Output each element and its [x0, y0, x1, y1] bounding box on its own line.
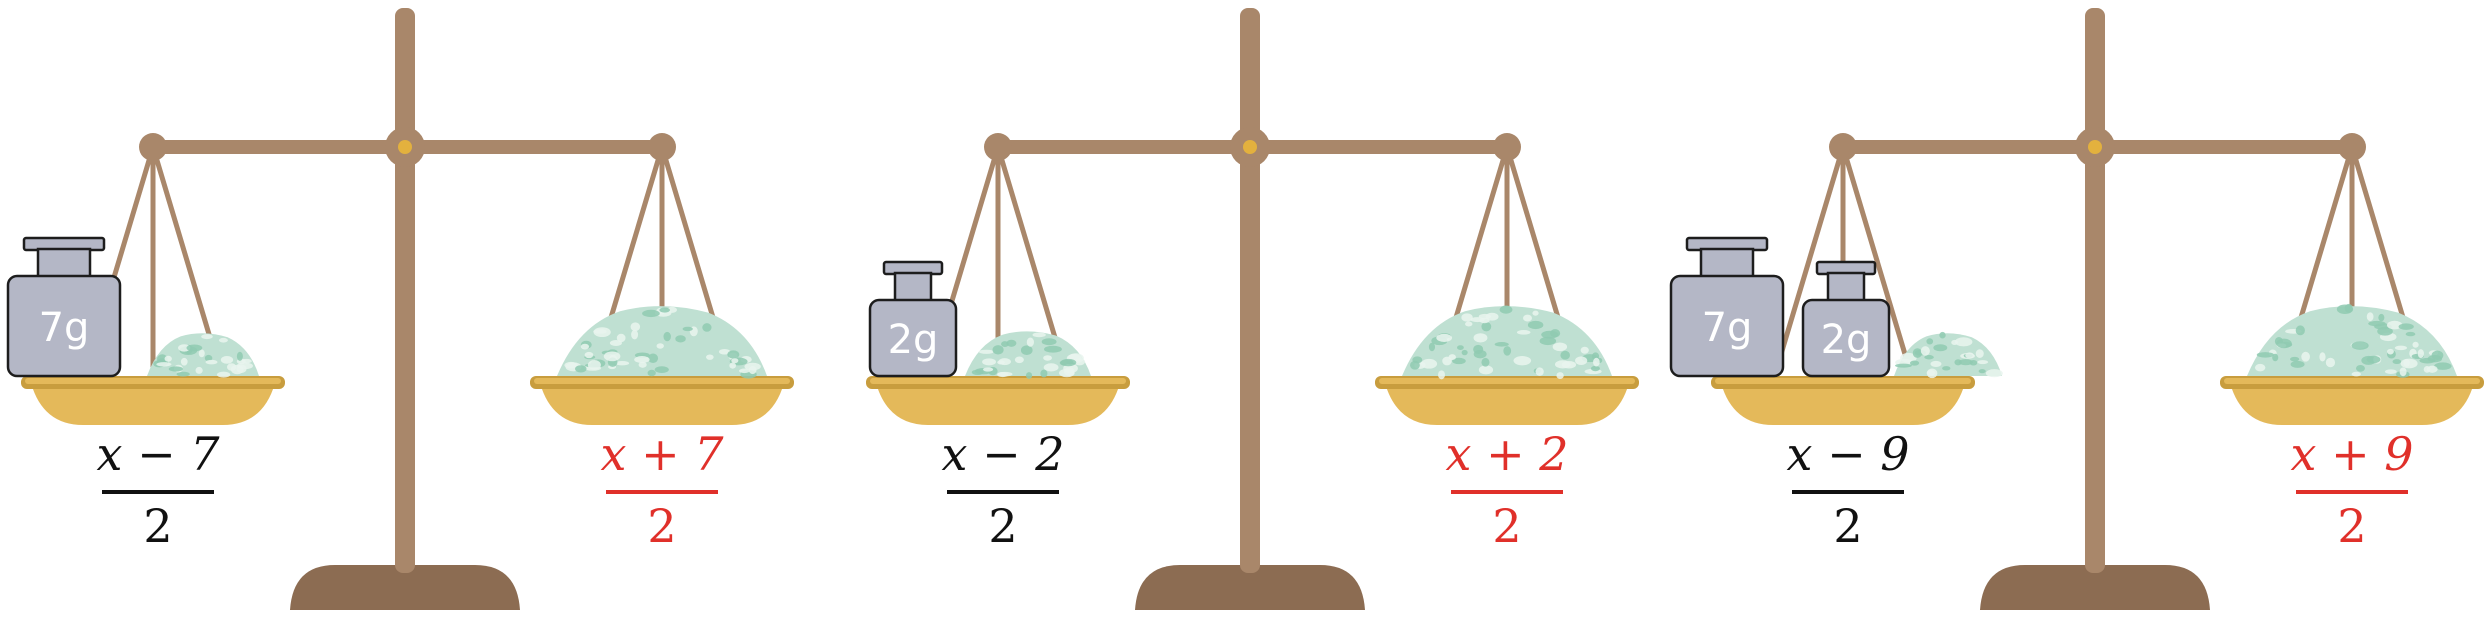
- weight-7g: 7g: [1669, 236, 1785, 378]
- scale-pan: [1721, 383, 1965, 425]
- weight-2g: 2g: [868, 260, 958, 378]
- balance-scale-3: 7g 2g x − 9 2 x + 9 2: [1669, 8, 2484, 610]
- fraction-expression: x − 2 2: [942, 427, 1065, 553]
- scale-pole: [2085, 8, 2105, 573]
- fraction-expression: x − 9 2: [1787, 427, 1910, 553]
- weight-label: 2g: [888, 317, 939, 363]
- salt-crystals: [147, 333, 259, 378]
- fraction-expression: x + 7 2: [601, 427, 725, 553]
- fraction-numerator: x + 7: [601, 427, 725, 481]
- weight-label: 2g: [1821, 317, 1872, 363]
- salt-crystals: [557, 306, 767, 379]
- pan-hook: [1493, 133, 1521, 161]
- fraction-numerator: x − 2: [942, 427, 1065, 481]
- scale-base: [1135, 565, 1365, 610]
- salt-crystals: [1894, 331, 2003, 379]
- fraction-denominator: 2: [647, 499, 676, 553]
- scale-pan: [876, 383, 1120, 425]
- scale-pan: [1385, 383, 1629, 425]
- weight-body: [868, 298, 958, 378]
- balance-scale-1: 7g x − 7 2 x + 7 2: [6, 8, 794, 610]
- weight-7g: 7g: [6, 236, 122, 378]
- salt-crystals: [965, 331, 1091, 379]
- scale-pan: [31, 383, 275, 425]
- weight-label: 7g: [1702, 305, 1753, 351]
- pivot-dot: [1243, 140, 1257, 154]
- fraction-numerator: x − 7: [97, 427, 221, 481]
- salt-crystals: [1402, 305, 1612, 380]
- pan-hook: [2338, 133, 2366, 161]
- weight-body: [6, 274, 122, 378]
- scale-pole: [1240, 8, 1260, 573]
- pivot-dot: [398, 140, 412, 154]
- fraction-numerator: x + 2: [1446, 427, 1569, 481]
- fraction-denominator: 2: [143, 499, 172, 553]
- fraction-denominator: 2: [988, 499, 1017, 553]
- pan-hook: [984, 133, 1012, 161]
- fraction-denominator: 2: [2337, 499, 2366, 553]
- fraction-expression: x + 9 2: [2291, 427, 2414, 553]
- scale-pan: [540, 383, 784, 425]
- pivot-dot: [2088, 140, 2102, 154]
- pan-hook: [1829, 133, 1857, 161]
- fraction-denominator: 2: [1833, 499, 1862, 553]
- fraction-expression: x + 2 2: [1446, 427, 1569, 553]
- fraction-denominator: 2: [1492, 499, 1521, 553]
- salt-crystals: [2247, 303, 2457, 378]
- scale-pole: [395, 8, 415, 573]
- weight-body: [1801, 298, 1891, 378]
- fraction-numerator: x − 9: [1787, 427, 1910, 481]
- pan-hook: [648, 133, 676, 161]
- fraction-numerator: x + 9: [2291, 427, 2414, 481]
- weight-body: [1669, 274, 1785, 378]
- balance-scale-2: 2g x − 2 2 x + 2 2: [866, 8, 1639, 610]
- weight-label: 7g: [39, 305, 90, 351]
- pan-hook: [139, 133, 167, 161]
- scale-base: [290, 565, 520, 610]
- weight-2g: 2g: [1801, 260, 1891, 378]
- scale-pan: [2230, 383, 2474, 425]
- scale-base: [1980, 565, 2210, 610]
- fraction-expression: x − 7 2: [97, 427, 221, 553]
